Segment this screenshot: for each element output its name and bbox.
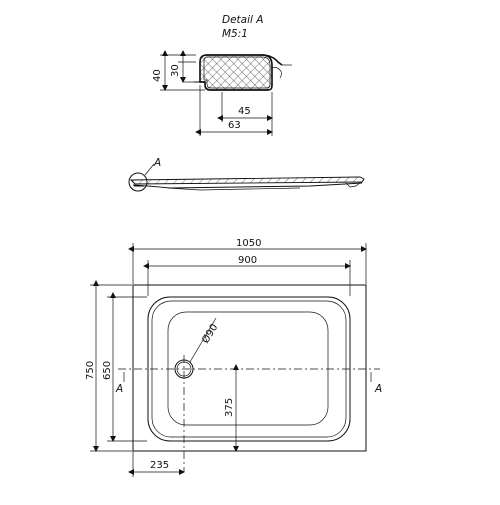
dim-drain-diameter: Ø90 — [199, 322, 220, 346]
dim-length-inner: 650 — [102, 361, 113, 380]
section-floor-line — [167, 187, 301, 191]
dim-drain-y: 375 — [224, 398, 235, 417]
plan-basin-floor — [167, 311, 329, 426]
detail-scale: M5:1 — [222, 28, 248, 40]
dim-length-outer: 750 — [85, 361, 96, 380]
profile-hatch-b — [199, 54, 273, 91]
section-bottom-line — [132, 182, 363, 189]
detail-dim-30: 30 — [170, 64, 181, 77]
detail-profile — [194, 54, 292, 91]
section-drain-bump — [345, 182, 361, 188]
dim-width-inner: 900 — [238, 255, 257, 266]
plan-outer-rim — [132, 284, 367, 452]
section-marker-a: A — [153, 157, 161, 169]
profile-curve — [271, 66, 282, 79]
detail-title: Detail A — [222, 14, 263, 26]
section-rim — [129, 176, 365, 185]
plan-width-dimensions: 1050 900 — [128, 238, 367, 296]
plan-drain-dimensions: 375 235 — [128, 364, 239, 477]
section-view: A — [128, 157, 365, 192]
plan-length-dimensions: 750 650 — [85, 280, 147, 452]
drain-diameter-leader — [189, 317, 217, 363]
detail-horizontal-dimensions: 45 63 — [195, 85, 273, 136]
detail-leader — [144, 163, 155, 176]
profile-inner-edge — [203, 56, 271, 89]
detail-vertical-dimensions: 40 30 — [152, 50, 205, 91]
detail-dim-63: 63 — [228, 120, 241, 131]
plan-view: A A Ø90 1050 900 750 650 — [85, 238, 382, 477]
section-label-left: A — [115, 383, 123, 395]
detail-dim-45: 45 — [238, 106, 251, 117]
detail-a-view: Detail A M5:1 40 30 — [152, 14, 292, 136]
dim-drain-x: 235 — [150, 460, 169, 471]
section-label-right: A — [374, 383, 382, 395]
dim-width-outer: 1050 — [236, 238, 261, 249]
profile-lip — [261, 54, 283, 66]
detail-dim-40: 40 — [152, 69, 163, 82]
